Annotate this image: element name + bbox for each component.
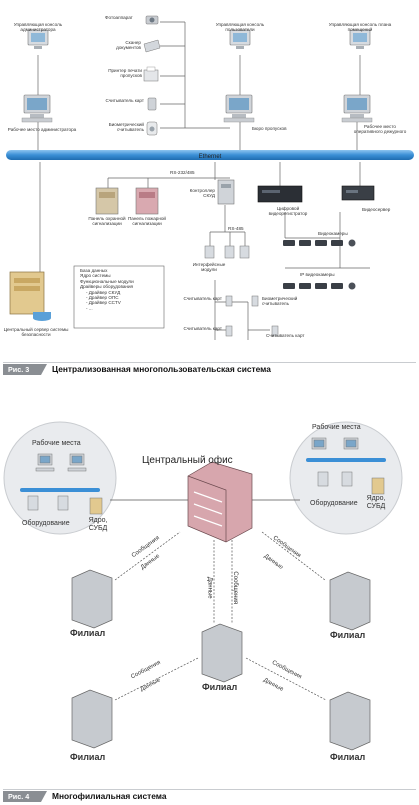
workstation-pass-office-label: Бюро пропусков (252, 126, 287, 131)
server-items-list: База данных Ядро системы Функциональные … (80, 268, 164, 311)
link-messages-label: Сообщения (231, 571, 238, 604)
scanner-icon (143, 39, 161, 53)
right-workstation-icons (311, 437, 359, 450)
cameras-label: Видеокамеры (318, 231, 348, 236)
central-office-label: Центральный офис (142, 455, 233, 466)
server-item: - Драйвер ОПС (86, 295, 119, 301)
server-label: Центральный сервер системы безопасности (3, 327, 69, 338)
rs232-label: RS-232/485 (170, 170, 195, 175)
right-equipment-icons (317, 471, 385, 495)
console-plan-label: Управляющая консоль плана помещений (328, 22, 392, 33)
console-users-icon (229, 29, 251, 49)
ethernet-label: Ethernet (199, 154, 222, 160)
console-plan-icon (349, 29, 371, 49)
bio-reader-icon (146, 121, 158, 136)
figure-4-diagram (3, 421, 403, 751)
left-equipment-label: Оборудование (22, 520, 70, 527)
workstation-admin-icon (21, 94, 53, 123)
videoserver-label: Видеосервер (362, 207, 391, 212)
right-equipment-label: Оборудование (310, 500, 358, 507)
card-reader-b-label: Считыватель карт (183, 326, 222, 331)
server-items-box (73, 265, 165, 329)
server-item: Драйверы оборудования (80, 284, 134, 290)
figure-3-badge: Рис. 3 (3, 364, 47, 375)
workstation-admin-label: Рабочее место администратора (7, 127, 77, 132)
left-workplaces-label: Рабочие места (32, 440, 81, 447)
controller-icon (217, 179, 235, 205)
branch-label-right-bottom: Филиал (330, 752, 366, 762)
card-reader-a-label: Считыватель карт (183, 296, 222, 301)
printer-icon (143, 66, 159, 82)
card-reader-small-icons (225, 295, 279, 337)
branch-label-left-bottom: Филиал (70, 752, 106, 762)
caption-rule (3, 362, 416, 363)
security-panel-icon (95, 187, 119, 215)
branch-label-right-top: Филиал (330, 630, 366, 640)
left-equipment-icons (27, 495, 103, 515)
ip-cameras-row-icon (283, 282, 356, 290)
server-item: - Драйвер СКУД (86, 289, 121, 295)
camera-label: Фотоаппарат (105, 15, 133, 20)
ip-cameras-label: IP видеокамеры (300, 272, 335, 277)
workstation-pass-office-icon (223, 94, 255, 123)
workstation-duty-icon (341, 94, 373, 123)
console-admin-label: Управляющая консоль администратора (13, 22, 63, 33)
fire-panel-icon (135, 187, 159, 215)
fire-panel-label: Панель пожарной сигнализации (128, 216, 166, 227)
console-users-label: Управляющая консоль пользователи (215, 22, 265, 33)
card-reader-label: Считыватель карт (105, 98, 144, 103)
central-office-building-icon (187, 461, 253, 543)
card-reader-icon (147, 97, 157, 111)
left-core-label: Ядро, СУБД (88, 517, 108, 532)
figure-4-badge: Рис. 4 (3, 791, 47, 802)
cameras-row-icon (283, 239, 356, 247)
server-item: Ядро системы (80, 273, 111, 279)
controller-label: Контроллер СКУД (189, 188, 215, 199)
link-data-label: Данные (206, 576, 213, 599)
bio-reader-label: Биометрический считыватель (108, 122, 144, 133)
dvr-icon (257, 185, 303, 203)
printer-label: Принтер печати пропусков (108, 68, 142, 79)
right-core-label: Ядро, СУБД (366, 495, 386, 510)
branch-building-icon (71, 569, 371, 751)
server-item: База данных (80, 268, 108, 273)
interface-modules-label: Интерфейсные модули (192, 262, 226, 273)
interface-modules-icon (204, 245, 250, 259)
videoserver-icon (341, 185, 375, 201)
workstation-duty-label: Рабочее место оперативного дежурного (353, 124, 407, 135)
ethernet-bus (6, 150, 414, 160)
figure-3-caption: Централизованная многопользовательская с… (52, 364, 271, 374)
figure-4-caption: Многофилиальная система (52, 791, 167, 801)
branch-label-center: Филиал (202, 682, 238, 692)
camera-icon (145, 15, 159, 25)
server-item: - ... (86, 305, 93, 311)
central-server-icon (9, 271, 51, 321)
scanner-label: Сканер документов (116, 40, 141, 51)
console-admin-icon (27, 29, 49, 49)
server-item: - Драйвер CCTV (86, 300, 121, 306)
figure-3-diagram: Ethernet (6, 15, 414, 340)
rs485-label: RS-485 (228, 226, 244, 231)
dvr-label: Цифровой видеорегистратор (268, 206, 308, 217)
left-workstation-icons (35, 453, 87, 472)
caption-rule (3, 789, 416, 790)
branch-label-left-top: Филиал (70, 628, 106, 638)
right-workplaces-label: Рабочие места (312, 424, 361, 431)
server-item: Функциональные модули (80, 278, 134, 284)
bio-reader-b-label: Биометрический считыватель (262, 296, 298, 307)
card-reader-c-label: Считыватель карт (266, 333, 305, 338)
security-panel-label: Панель охранной сигнализации (88, 216, 126, 227)
